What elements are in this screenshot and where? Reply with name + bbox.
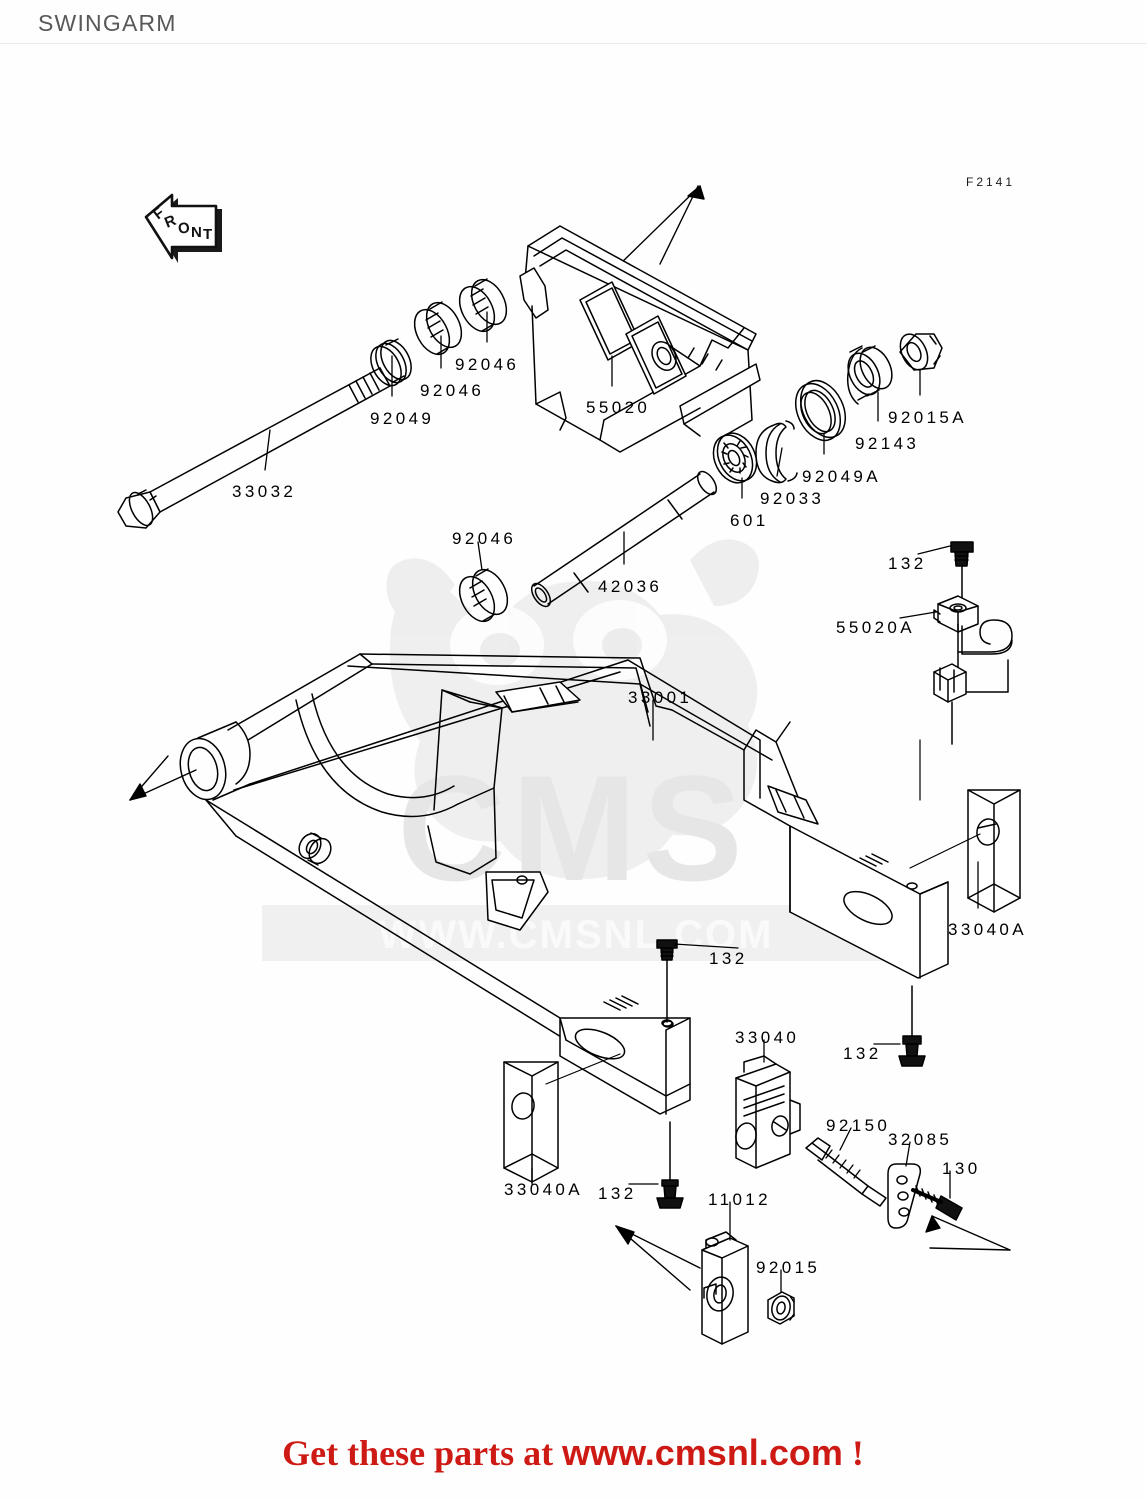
part-label-adjusting-bolt: 92150 (826, 1116, 891, 1135)
footer-text-after: ! (842, 1433, 864, 1473)
part-label-bolt: 132 (598, 1184, 637, 1203)
footer-cta: Get these parts at www.cmsnl.com ! (0, 1432, 1146, 1474)
leader-lines (264, 311, 979, 1293)
part-11012-cap (701, 1231, 749, 1345)
part-label-oil-seal: 92049 (370, 409, 435, 428)
part-33040A-adjuster-plate-right (909, 789, 1021, 913)
part-32085-stopper-plate (887, 1163, 922, 1229)
part-label-needle-bearing: 92046 (420, 381, 485, 400)
figure-code: F2141 (966, 175, 1016, 189)
part-label-chain-slider: 55020A (836, 618, 916, 637)
part-132-bolt-d (656, 1121, 684, 1209)
part-132-bolt-a (950, 541, 974, 601)
part-55020A-chain-slider (933, 595, 1013, 745)
front-direction-arrow: F R O N T (144, 193, 222, 263)
part-130-bolt (911, 1185, 963, 1221)
page-header: SWINGARM (0, 0, 1146, 44)
part-92049-oil-seal (370, 338, 412, 387)
footer-text-before: Get these parts at (282, 1433, 563, 1473)
part-55020-chain-guard (519, 225, 761, 453)
part-label-circlip: 92033 (760, 489, 825, 508)
part-label-needle-bearing: 92046 (455, 355, 520, 374)
svg-text:N: N (191, 224, 202, 241)
part-label-chain-guard: 55020 (586, 398, 651, 417)
part-92046-needle-bearing-b (458, 278, 508, 333)
part-92015A-nut (899, 333, 943, 371)
part-label-ball-bearing: 601 (730, 511, 769, 530)
swingarm-lower-boss (298, 832, 332, 866)
part-label-swingarm: 33001 (628, 688, 693, 707)
assembly-arrow-bottom-left (615, 1225, 701, 1291)
part-132-bolt-c (898, 985, 926, 1067)
part-label-bolt: 132 (709, 949, 748, 968)
part-92049A-oil-seal (794, 379, 847, 442)
assembly-arrow-bottom-right (925, 1215, 1011, 1251)
part-92015-nut (767, 1291, 795, 1325)
page-title: SWINGARM (38, 10, 177, 36)
part-92046-needle-bearing-a (413, 301, 463, 356)
part-label-bolt: 132 (843, 1044, 882, 1063)
part-label-bolt: 130 (942, 1159, 981, 1178)
part-label-nut: 92015A (888, 408, 968, 427)
part-label-cap: 11012 (708, 1190, 772, 1209)
part-label-stopper-plate: 32085 (888, 1130, 953, 1149)
part-label-bolt: 132 (888, 554, 927, 573)
assembly-arrow-top (615, 185, 705, 269)
part-label-sleeve: 42036 (598, 577, 663, 596)
part-label-needle-bearing: 92046 (452, 529, 517, 548)
part-92046-needle-bearing-c (458, 568, 509, 623)
part-132-bolt-b (656, 939, 678, 1027)
part-33032-pivot-shaft (117, 367, 391, 529)
part-92033-circlip (755, 420, 798, 484)
part-label-pivot-shaft: 33032 (232, 482, 297, 501)
part-92143-collar (846, 345, 893, 405)
part-92150-adjusting-bolt (805, 1137, 887, 1207)
svg-text:O: O (177, 219, 192, 238)
part-42036-sleeve (530, 470, 718, 608)
part-label-oil-seal: 92049A (802, 467, 882, 486)
part-33001-swingarm (179, 653, 949, 1115)
part-label-chain-adjuster: 33040A (504, 1180, 584, 1199)
part-label-collar: 92143 (855, 434, 920, 453)
assembly-arrow-left (129, 755, 197, 801)
part-label-nut: 92015 (756, 1258, 821, 1277)
footer-url[interactable]: www.cmsnl.com (562, 1432, 843, 1473)
part-label-chain-adjuster: 33040A (948, 920, 1028, 939)
part-label-chain-adjuster-block: 33040 (735, 1028, 800, 1047)
part-33040-adjuster-block (735, 1055, 801, 1169)
header-divider (0, 43, 1146, 44)
svg-text:T: T (203, 226, 212, 243)
part-601-ball-bearing (712, 432, 758, 484)
part-33040A-adjuster-plate-left (503, 1053, 621, 1183)
